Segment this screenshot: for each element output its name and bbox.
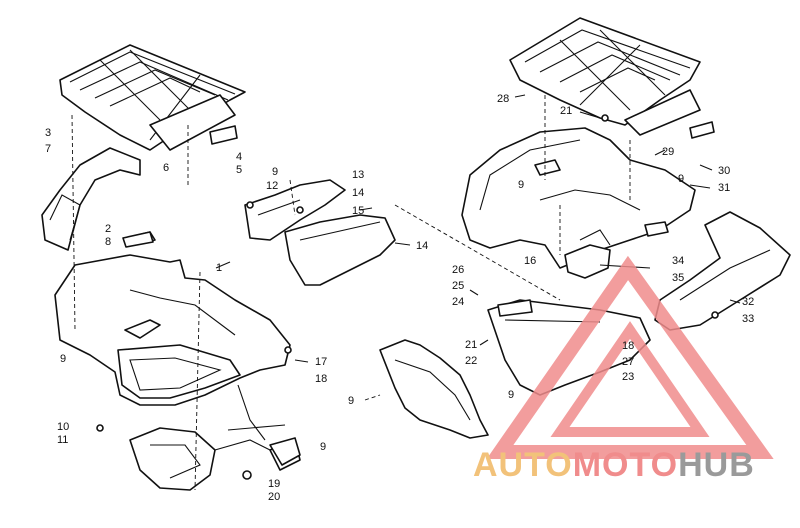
rear-fender — [461, 127, 696, 269]
callout-25: 25 — [452, 280, 464, 292]
callout-9c: 9 — [348, 395, 354, 407]
rear-footwell — [654, 211, 791, 331]
callout-14a: 14 — [352, 187, 364, 199]
callout-15: 15 — [352, 205, 364, 217]
callout-30: 30 — [718, 165, 730, 177]
rear-bracket — [564, 229, 611, 279]
callout-14b: 14 — [416, 240, 428, 252]
callout-31: 31 — [718, 182, 730, 194]
callout-7: 7 — [45, 143, 51, 155]
watermark-moto-text: MOTO — [572, 446, 679, 484]
callout-33: 33 — [742, 313, 754, 325]
callout-17: 17 — [315, 356, 327, 368]
callout-26: 26 — [452, 264, 464, 276]
callout-18b: 18 — [622, 340, 634, 352]
front-fender-upper — [41, 147, 141, 251]
watermark-auto-text: AUTO — [473, 446, 573, 484]
callout-9e: 9 — [508, 389, 514, 401]
front-body-panel — [54, 231, 291, 406]
watermark-triangle — [486, 255, 774, 459]
callout-29: 29 — [662, 146, 674, 158]
callout-20: 20 — [268, 491, 280, 503]
callout-1: 1 — [216, 262, 222, 274]
callout-9a: 9 — [60, 353, 66, 365]
callout-8: 8 — [105, 236, 111, 248]
callout-2: 2 — [105, 223, 111, 235]
callout-23: 23 — [622, 371, 634, 383]
callout-18a: 18 — [315, 373, 327, 385]
callout-12: 12 — [266, 180, 278, 192]
callout-6: 6 — [163, 162, 169, 174]
lower-footwell — [379, 339, 489, 439]
callout-9b: 9 — [272, 166, 278, 178]
watermark-hub-text: HUB — [678, 446, 755, 484]
callout-24: 24 — [452, 296, 464, 308]
rear-rack — [509, 17, 701, 136]
callout-9d: 9 — [320, 441, 326, 453]
callout-10: 10 — [57, 421, 69, 433]
front-rack — [59, 44, 246, 151]
callout-9f: 9 — [518, 179, 524, 191]
callout-labels: 1 2 3 4 5 6 7 8 9 9 9 9 9 9 9 10 11 12 1… — [45, 93, 754, 503]
callout-32: 32 — [742, 296, 754, 308]
callout-5: 5 — [236, 164, 242, 176]
hardware-bits — [96, 114, 719, 480]
callout-27: 27 — [622, 356, 634, 368]
watermark-logo: AUTOMOTOHUB — [473, 446, 793, 486]
callout-28: 28 — [497, 93, 509, 105]
callout-34: 34 — [672, 255, 684, 267]
callout-19: 19 — [268, 478, 280, 490]
leader-lines — [71, 94, 741, 491]
callout-22: 22 — [465, 355, 477, 367]
callout-16: 16 — [524, 255, 536, 267]
callout-21a: 21 — [560, 105, 572, 117]
callout-35: 35 — [672, 272, 684, 284]
callout-3: 3 — [45, 127, 51, 139]
callout-4: 4 — [236, 151, 242, 163]
callout-21b: 21 — [465, 339, 477, 351]
callout-9g: 9 — [678, 173, 684, 185]
callout-11: 11 — [57, 434, 68, 446]
side-panel — [244, 179, 396, 286]
callout-13: 13 — [352, 169, 364, 181]
